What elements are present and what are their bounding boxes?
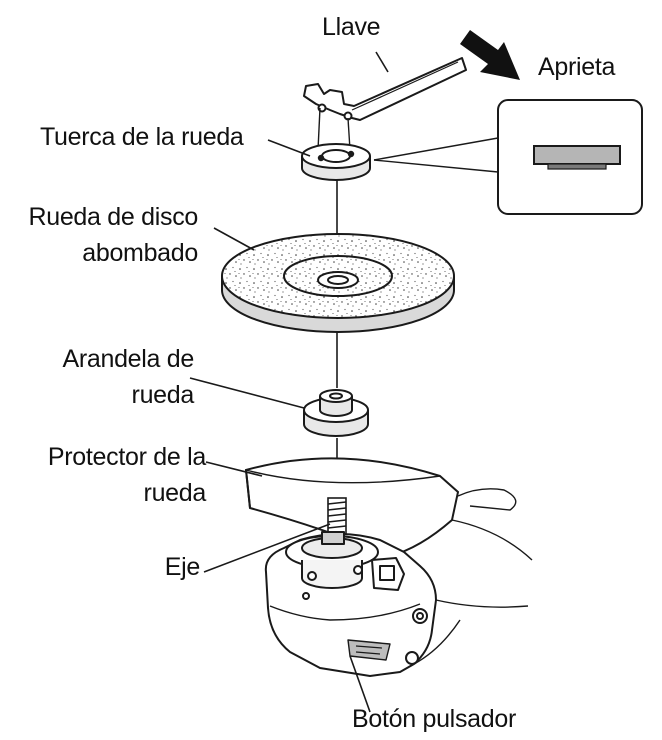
wheel-washer-icon <box>303 389 369 437</box>
gear-housing-icon <box>264 531 437 677</box>
motor-body-outline <box>413 488 533 665</box>
spindle-icon <box>327 497 347 535</box>
leader-line-guard <box>205 461 263 477</box>
depressed-center-wheel-icon <box>221 233 455 333</box>
label-lock-button: Botón pulsador <box>352 705 516 733</box>
label-spindle: Eje <box>164 553 201 581</box>
leader-line-nut <box>267 139 311 157</box>
tighten-arrow-icon <box>460 30 520 80</box>
callout-line <box>373 137 499 161</box>
label-guard-line2: rueda <box>143 479 207 507</box>
nut-detail-inset <box>497 99 643 215</box>
label-wheel-nut: Tuerca de la rueda <box>40 123 244 151</box>
wrench-icon <box>303 57 467 151</box>
label-washer-line1: Arandela de <box>62 345 194 373</box>
leader-line-spindle <box>203 523 331 573</box>
leader-line-button <box>349 655 371 713</box>
label-tighten: Aprieta <box>538 53 616 81</box>
label-wrench: Llave <box>322 13 381 41</box>
leader-line-wrench <box>375 51 389 73</box>
leader-line-disc <box>213 227 255 251</box>
wheel-nut-icon <box>301 143 371 181</box>
wheel-guard-icon <box>244 457 460 558</box>
label-disc-line2: abombado <box>82 239 198 267</box>
label-guard-line1: Protector de la <box>47 443 206 471</box>
label-washer-line2: rueda <box>131 381 195 409</box>
label-disc-line1: Rueda de disco <box>28 203 198 231</box>
callout-line <box>373 159 499 173</box>
leader-line-washer <box>189 377 305 409</box>
